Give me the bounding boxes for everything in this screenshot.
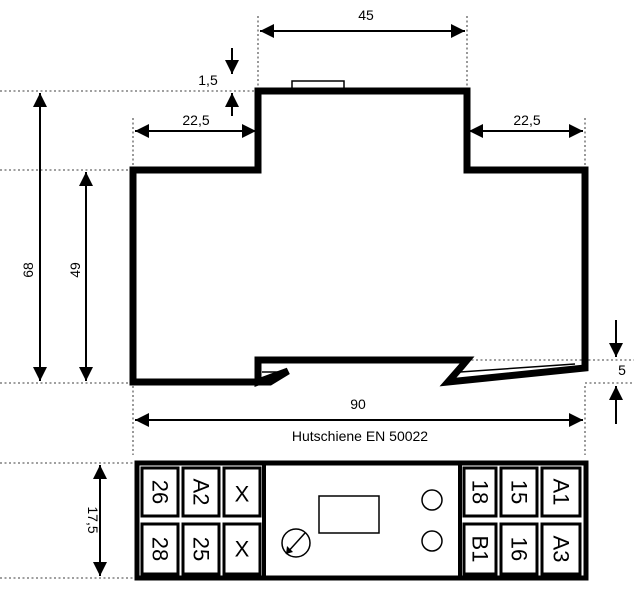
terminal-label: 18 (468, 480, 493, 504)
led-indicator-icon (421, 489, 443, 511)
terminal-cell (540, 466, 582, 518)
terminal-label: A1 (549, 479, 574, 506)
dim-label-height-total: 68 (20, 262, 36, 278)
dim-label-clip-height: 1,5 (198, 72, 218, 88)
terminal-cell (140, 522, 180, 576)
led-indicator-icon (421, 530, 443, 552)
terminal-label: B1 (468, 536, 493, 563)
top-clip (291, 80, 345, 92)
housing-side-view (129, 80, 589, 388)
dim-label-module-width: 17,5 (85, 506, 101, 533)
terminal-cell (140, 466, 180, 518)
terminal-cell (181, 522, 221, 576)
dimension-arrows (33, 24, 623, 576)
dim-label-offset-right: 22,5 (513, 112, 540, 128)
terminal-cell (499, 522, 539, 576)
dim-label-width-total: 90 (350, 396, 366, 412)
dim-label-width-top: 45 (358, 7, 374, 23)
extension-lines (0, 16, 634, 579)
terminal-cell (540, 522, 582, 576)
terminal-label: 16 (507, 537, 532, 561)
terminal-label: A3 (549, 536, 574, 563)
display-window (318, 495, 380, 534)
terminal-cell (222, 466, 262, 518)
front-view: 26 A2 X 28 25 X 18 15 A1 B1 16 A3 (134, 460, 589, 581)
terminal-cell (222, 522, 262, 576)
terminal-label: 15 (507, 480, 532, 504)
terminal-label: 25 (189, 537, 214, 561)
dim-label-rail-depth: 5 (618, 362, 626, 378)
terminal-label: 28 (148, 537, 173, 561)
terminal-cell (499, 466, 539, 518)
terminal-cell (181, 466, 221, 518)
terminal-label: X (235, 482, 250, 507)
terminal-cell (462, 522, 498, 576)
terminal-cell (462, 466, 498, 518)
terminal-label: A2 (189, 479, 214, 506)
potentiometer-icon (281, 528, 311, 558)
dim-label-height-body: 49 (67, 262, 83, 278)
terminal-label: X (235, 537, 250, 562)
rail-label: Hutschiene EN 50022 (292, 428, 428, 444)
dim-label-offset-left: 22,5 (182, 112, 209, 128)
terminal-label: 26 (148, 480, 173, 504)
